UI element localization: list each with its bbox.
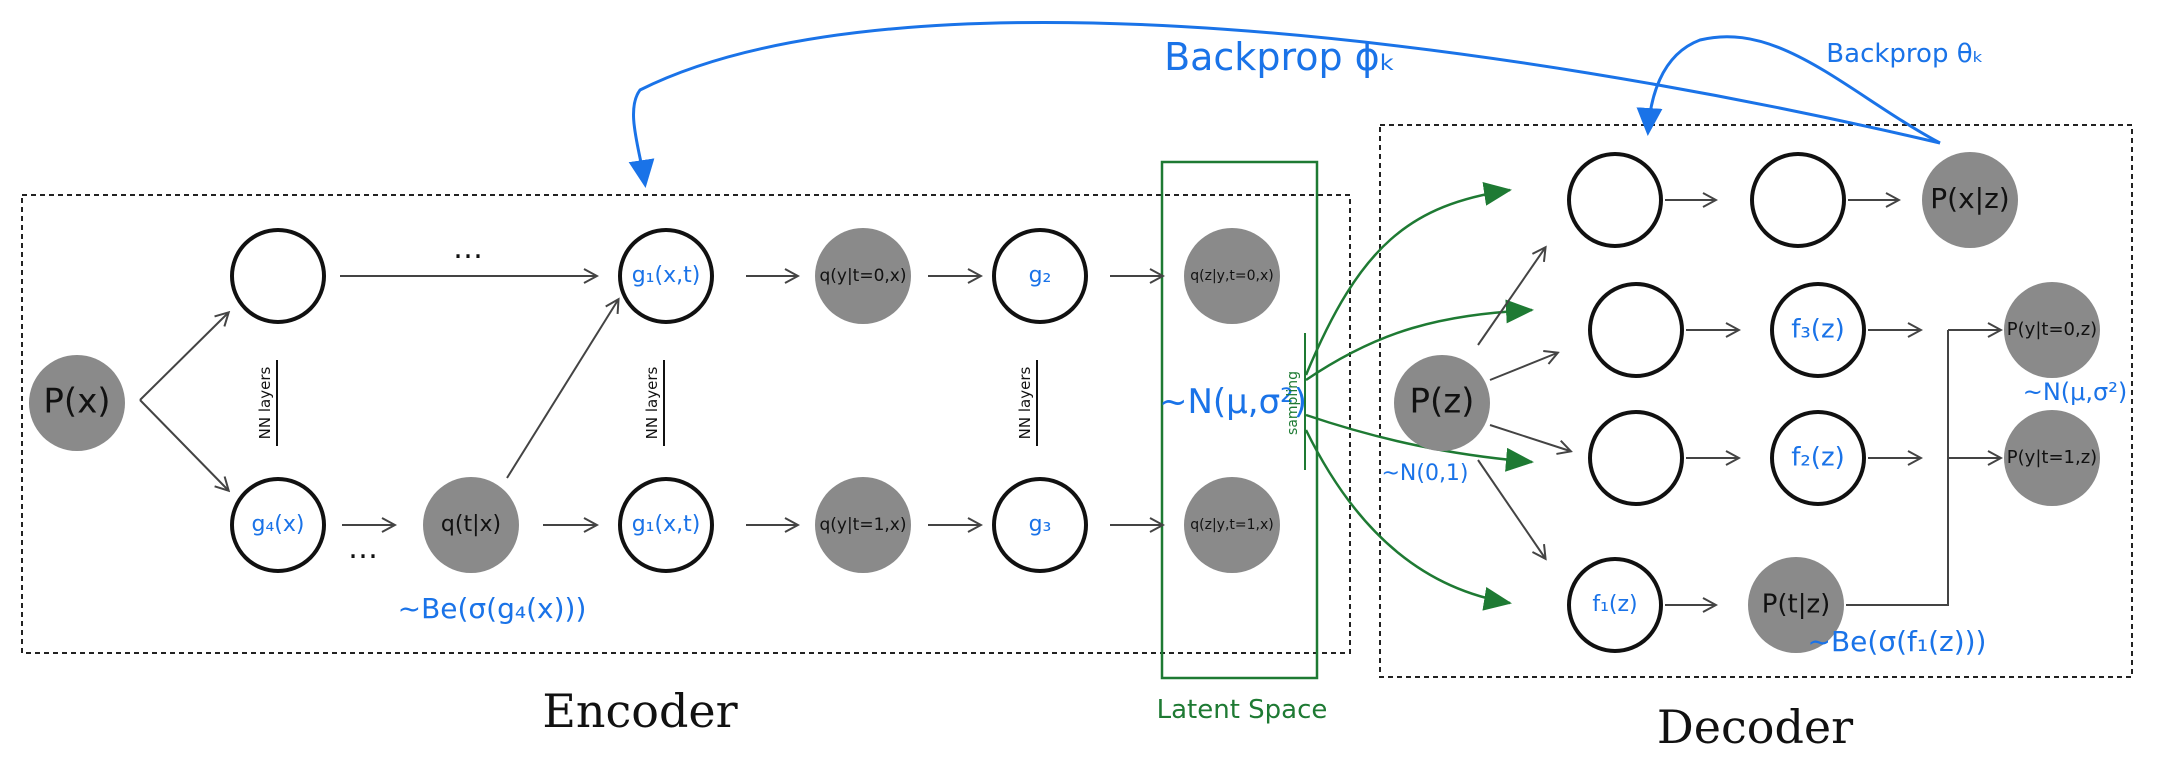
latent-dist-annotation: ~N(μ,σ²) xyxy=(1159,382,1307,422)
decoder-box xyxy=(1379,124,2133,678)
node-f3z: f₃(z) xyxy=(1770,282,1866,378)
node-g3: g₃ xyxy=(992,477,1088,573)
node-f1z-label: f₁(z) xyxy=(1592,592,1637,617)
node-g4x: g₄(x) xyxy=(230,477,326,573)
nn-layers-label-1: NN layers xyxy=(256,366,274,439)
node-qtx: q(t|x) xyxy=(423,477,519,573)
backprop-phi-label: Backprop ϕₖ xyxy=(1164,35,1396,79)
node-pz: P(z) xyxy=(1394,355,1490,451)
backprop-theta-label: Backprop θₖ xyxy=(1826,39,1983,69)
node-g3-label: g₃ xyxy=(1029,512,1052,537)
node-qy-t1-label: q(y|t=1,x) xyxy=(819,515,906,535)
node-ptz-label: P(t|z) xyxy=(1762,590,1831,620)
node-py-t1z-label: P(y|t=1,z) xyxy=(2007,447,2097,468)
node-g1xt-bottom-label: g₁(x,t) xyxy=(632,512,701,537)
node-enc-top1 xyxy=(230,228,326,324)
node-g1xt-top-label: g₁(x,t) xyxy=(632,263,701,288)
node-ptz: P(t|z) xyxy=(1748,557,1844,653)
node-pxz-label: P(x|z) xyxy=(1930,182,2009,215)
decoder-label: Decoder xyxy=(1657,700,1853,754)
node-py-t1z: P(y|t=1,z) xyxy=(2004,410,2100,506)
node-f2z: f₂(z) xyxy=(1770,410,1866,506)
node-qy-t1: q(y|t=1,x) xyxy=(815,477,911,573)
node-g4x-label: g₄(x) xyxy=(252,512,305,537)
backprop-arrows xyxy=(628,20,1941,188)
ellipsis-bottom: … xyxy=(348,531,378,566)
noise-dist-annotation: ~N(0,1) xyxy=(1381,461,1468,486)
node-qz-t0: q(z|y,t=0,x) xyxy=(1184,228,1280,324)
encoder-label: Encoder xyxy=(542,684,737,738)
node-f1z: f₁(z) xyxy=(1567,557,1663,653)
decoder-arrows xyxy=(1477,200,2000,605)
dec-norm-annotation: ~N(μ,σ²) xyxy=(2023,378,2128,406)
latent-space-label: Latent Space xyxy=(1157,695,1328,725)
encoder-box xyxy=(21,194,1351,654)
node-g1xt-bottom: g₁(x,t) xyxy=(618,477,714,573)
bern-enc-annotation: ~Be(σ(g₄(x))) xyxy=(398,592,587,625)
node-qz-t1: q(z|y,t=1,x) xyxy=(1184,477,1280,573)
node-qy-t0-label: q(y|t=0,x) xyxy=(819,266,906,286)
node-py-t0z-label: P(y|t=0,z) xyxy=(2007,319,2097,340)
sampling-arrows xyxy=(1304,181,1534,611)
node-px: P(x) xyxy=(29,355,125,451)
node-dec-r1a xyxy=(1567,152,1663,248)
node-g2: g₂ xyxy=(992,228,1088,324)
node-f2z-label: f₂(z) xyxy=(1791,443,1845,473)
nn-layers-label-2: NN layers xyxy=(643,366,661,439)
nn-layers-bars xyxy=(276,360,1038,446)
bern-dec-annotation: ~Be(σ(f₁(z))) xyxy=(1808,625,1987,658)
latent-space-box xyxy=(1160,160,1319,680)
node-dec-r1b xyxy=(1750,152,1846,248)
node-g2-label: g₂ xyxy=(1029,263,1052,288)
ellipsis-top: … xyxy=(453,231,483,266)
node-dec-r3 xyxy=(1588,410,1684,506)
node-pz-label: P(z) xyxy=(1410,382,1475,422)
node-py-t0z: P(y|t=0,z) xyxy=(2004,282,2100,378)
node-g1xt-top: g₁(x,t) xyxy=(618,228,714,324)
node-dec-r2 xyxy=(1588,282,1684,378)
sampling-label: sampling xyxy=(1285,371,1301,435)
node-pxz: P(x|z) xyxy=(1922,152,2018,248)
node-qtx-label: q(t|x) xyxy=(441,512,501,537)
encoder-arrows xyxy=(139,276,1162,525)
nn-layers-label-3: NN layers xyxy=(1016,366,1034,439)
node-f3z-label: f₃(z) xyxy=(1791,315,1845,345)
node-qy-t0: q(y|t=0,x) xyxy=(815,228,911,324)
node-qz-t1-label: q(z|y,t=1,x) xyxy=(1190,517,1273,533)
node-px-label: P(x) xyxy=(43,382,110,422)
node-qz-t0-label: q(z|y,t=0,x) xyxy=(1190,268,1273,284)
